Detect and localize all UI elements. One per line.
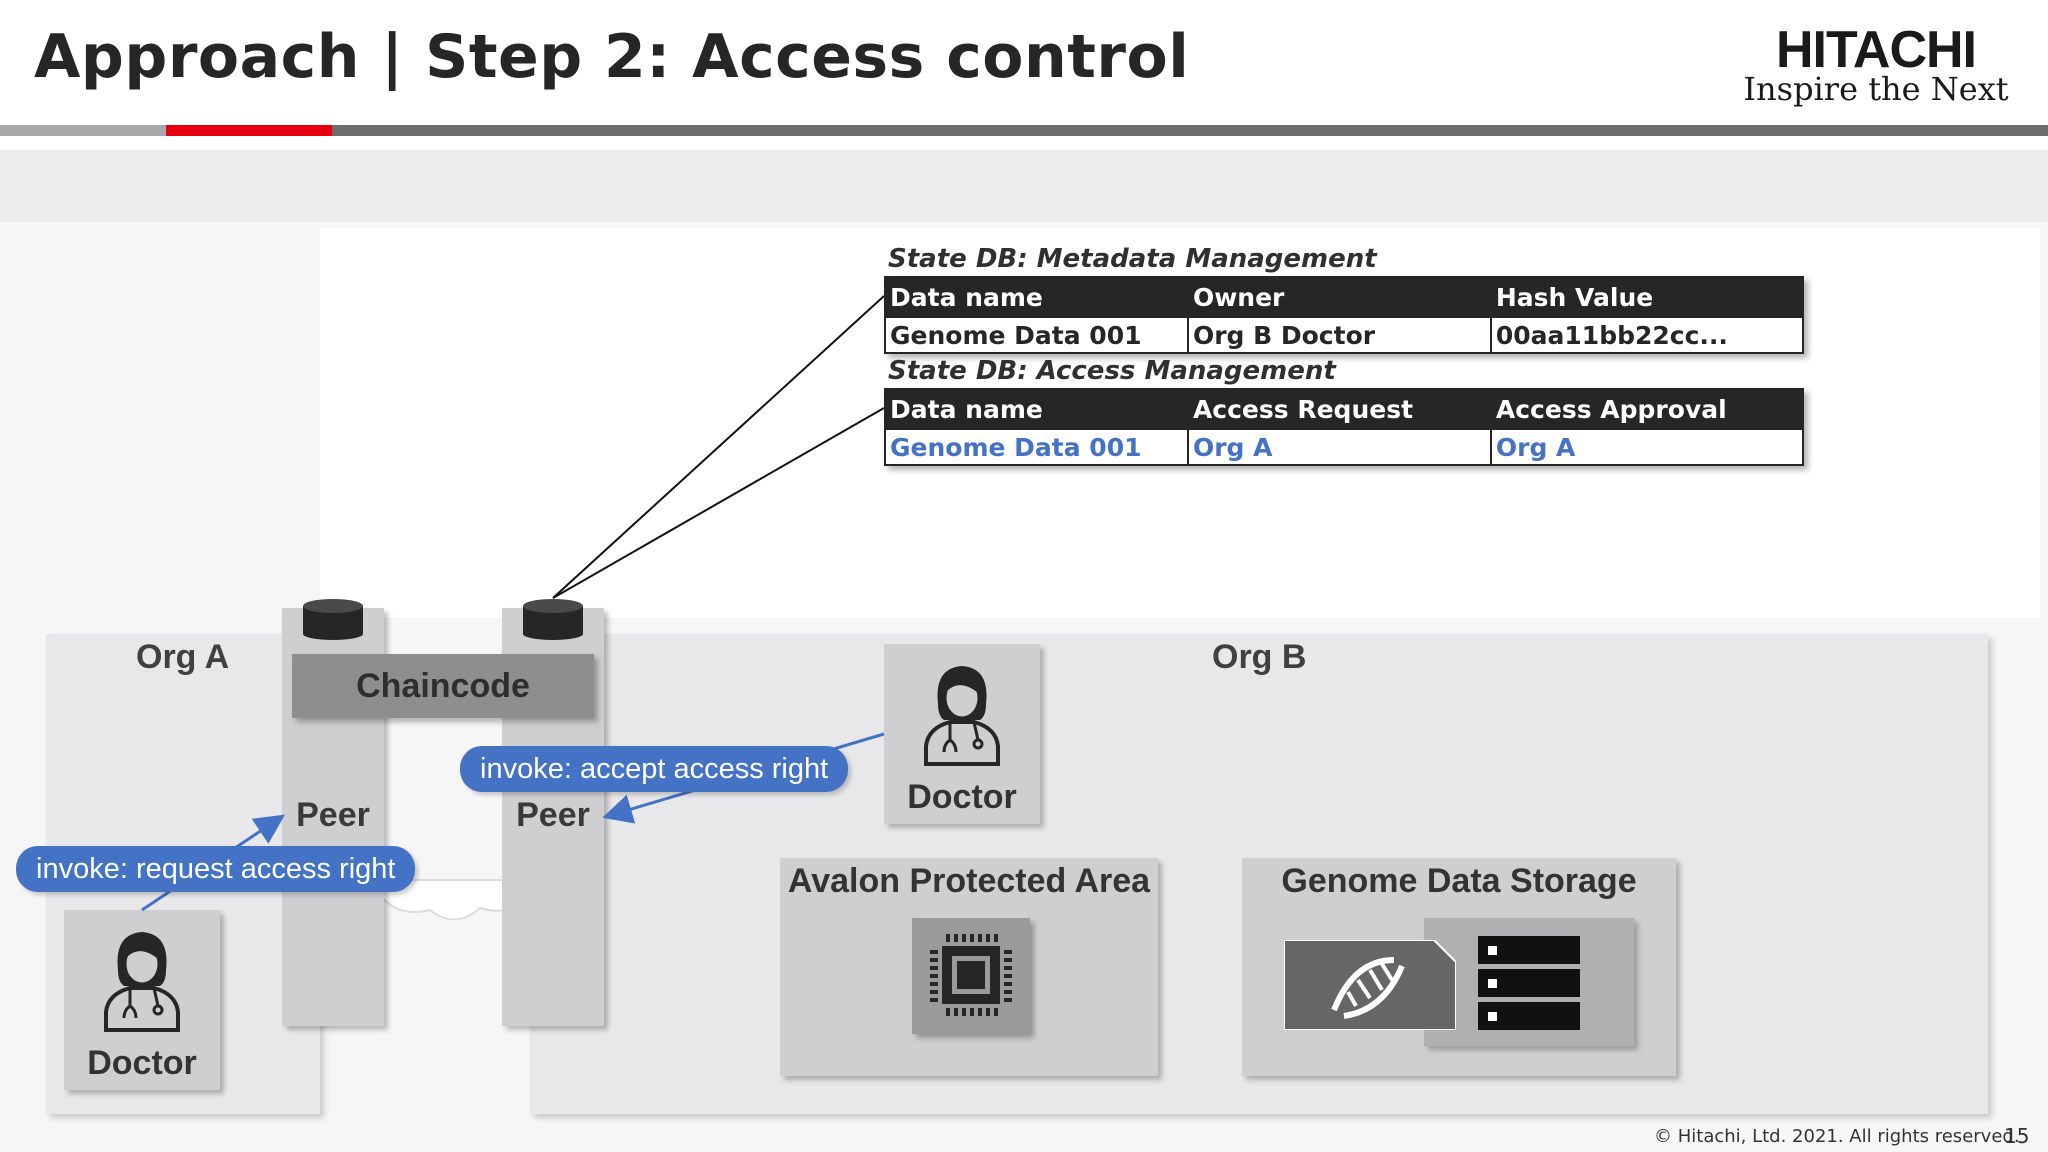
hitachi-logo: HITACHI (1775, 21, 1977, 79)
copyright-notice: © Hitachi, Ltd. 2021. All rights reserve… (1654, 1126, 2020, 1147)
table-cell: Org B Doctor (1186, 316, 1492, 354)
chaincode-bar[interactable]: Chaincode (292, 654, 594, 718)
database-icon (303, 599, 363, 640)
table-header-cell: Access Request (1186, 388, 1492, 430)
logo-tagline: Inspire the Next (1743, 70, 2009, 108)
cpu-chip-icon (930, 934, 1012, 1016)
peer-b-label: Peer (516, 796, 590, 834)
table-cell: Genome Data 001 (884, 316, 1189, 354)
invoke-accept-label: invoke: accept access right (460, 746, 849, 792)
header-divider-light-segment (0, 125, 166, 136)
database-icon (523, 599, 583, 640)
table-header-cell: Data name (884, 276, 1189, 318)
doctor-a-label: Doctor (87, 1044, 197, 1082)
doctor-icon (104, 932, 180, 1032)
table-row: Genome Data 001 Org B Doctor 00aa11bb22c… (884, 316, 1805, 354)
storage-label: Genome Data Storage (1281, 862, 1637, 900)
org-b-label: Org B (1212, 638, 1307, 676)
table-cell: Genome Data 001 (884, 428, 1189, 466)
table-cell: Org A (1489, 428, 1805, 466)
table-header-cell: Owner (1186, 276, 1492, 318)
table-header-row: Data name Access Request Access Approval (884, 388, 1805, 430)
metadata-table: Data name Owner Hash Value Genome Data 0… (884, 276, 1805, 354)
page-title: Approach | Step 2: Access control (34, 22, 1190, 92)
dna-file-icon (1284, 940, 1456, 1030)
access-table-caption: State DB: Access Management (888, 356, 1336, 386)
header-divider-red-accent (166, 125, 332, 136)
table-header-row: Data name Owner Hash Value (884, 276, 1805, 318)
org-a-label: Org A (136, 638, 230, 676)
table-row: Genome Data 001 Org A Org A (884, 428, 1805, 466)
header-divider-bar (0, 125, 2048, 136)
table-header-cell: Access Approval (1489, 388, 1805, 430)
table-cell: Org A (1186, 428, 1492, 466)
doctor-icon (924, 666, 1000, 766)
invoke-request-label: invoke: request access right (16, 846, 416, 892)
table-cell: 00aa11bb22cc... (1489, 316, 1805, 354)
page-number: 15 (2004, 1124, 2030, 1148)
doctor-b-label: Doctor (907, 778, 1017, 816)
table-header-cell: Data name (884, 388, 1189, 430)
table-header-cell: Hash Value (1489, 276, 1805, 318)
avalon-label: Avalon Protected Area (787, 862, 1151, 900)
peer-a-label: Peer (296, 796, 370, 834)
subtitle-banner (0, 150, 2048, 222)
access-table: Data name Access Request Access Approval… (884, 388, 1805, 466)
server-icon (1478, 936, 1580, 1030)
metadata-table-caption: State DB: Metadata Management (888, 244, 1377, 274)
